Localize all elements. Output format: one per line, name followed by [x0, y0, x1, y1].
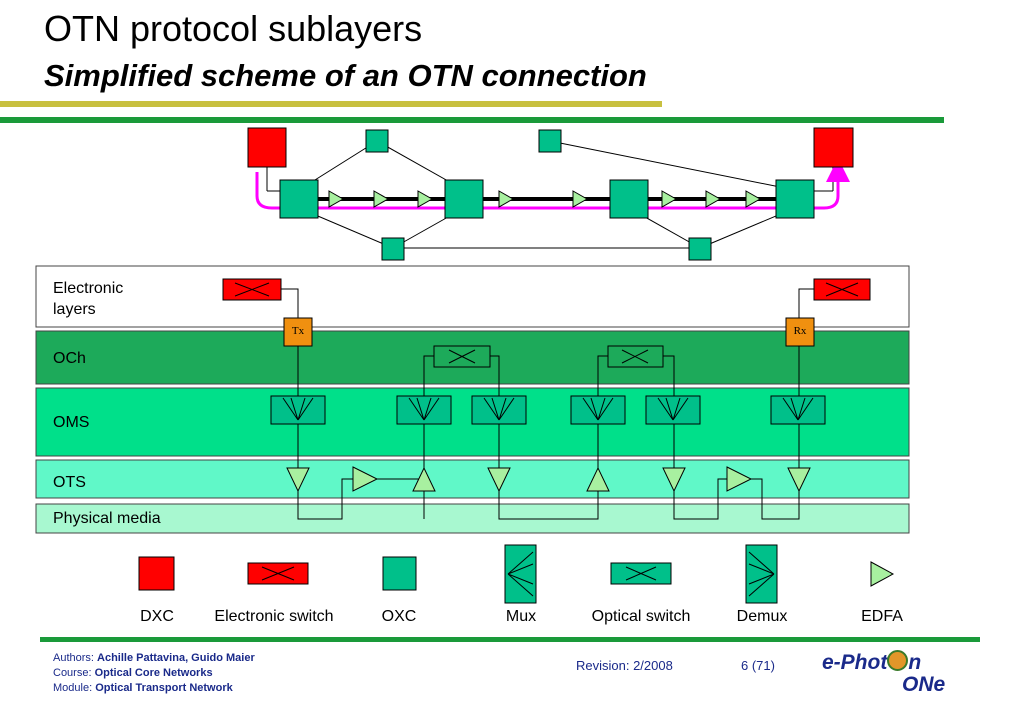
ots-edfa-right: [726, 466, 753, 492]
top-oxc: [279, 179, 319, 219]
title-rule-green: [0, 117, 944, 123]
ephoton-logo: e-Phot n ONe: [822, 650, 945, 696]
footer-rule: [40, 637, 980, 642]
logo-text-1b: n: [908, 651, 922, 674]
ots-edfa-up: [586, 466, 610, 492]
legend-electronic-switch-symbol: [247, 562, 309, 585]
top-edfa: [705, 190, 722, 208]
authors-label: Authors:: [53, 652, 94, 664]
logo-text-1: e-Phot: [822, 651, 888, 674]
ots-edfa-up: [412, 466, 436, 492]
optical-switch: [433, 345, 491, 368]
top-oxc-small: [688, 237, 712, 261]
top-dxc-left: [247, 127, 287, 168]
legend-label-electronic-switch: Electronic switch: [214, 608, 334, 625]
top-edfa: [417, 190, 434, 208]
top-oxc-small: [538, 129, 562, 153]
page-subtitle: Simplified scheme of an OTN connection: [44, 58, 647, 93]
course-label: Course:: [53, 667, 92, 679]
course: Optical Core Networks: [94, 667, 213, 679]
ots-edfa-down: [286, 467, 310, 493]
lightpath: [255, 158, 850, 210]
ots-edfa-right: [352, 466, 379, 492]
ots-edfa-down: [662, 467, 686, 493]
top-oxc: [775, 179, 815, 219]
top-edfa: [661, 190, 678, 208]
oms-fan-lines: [282, 397, 814, 421]
ots-edfa-down: [487, 467, 511, 493]
electronic-switch: [222, 278, 282, 301]
authors: Achille Pattavina, Guido Maier: [97, 652, 255, 664]
top-edfa: [572, 190, 589, 208]
optical-switch: [607, 345, 664, 368]
top-edfa: [498, 190, 515, 208]
logo-text-2: ONe: [902, 673, 946, 696]
electronic-switch: [813, 278, 871, 301]
legend-mux-symbol: [504, 544, 537, 604]
top-edfa: [745, 190, 762, 208]
legend-oxc-symbol: [382, 556, 417, 591]
band-electronic: [35, 265, 910, 328]
top-oxc: [444, 179, 484, 219]
band-ots: [35, 459, 910, 499]
legend-label-edfa: EDFA: [861, 608, 903, 625]
legend-label-optical-switch: Optical switch: [591, 608, 691, 625]
page-number: 6 (71): [741, 658, 775, 673]
footer-credits: Authors: Achille Pattavina, Guido Maier …: [53, 651, 255, 696]
layer-label-physical: Physical media: [53, 510, 161, 527]
legend-label-dxc: DXC: [140, 608, 174, 625]
top-oxc: [609, 179, 649, 219]
legend-demux-symbol: [745, 544, 778, 604]
ots-edfa-down: [787, 467, 811, 493]
legend-edfa-symbol: [870, 561, 895, 587]
legend-label-demux: Demux: [736, 608, 788, 625]
layer-label-ots: OTS: [53, 474, 86, 491]
legend-optical-switch-symbol: [610, 562, 672, 585]
layer-label-electronic: Electronic layers: [53, 280, 124, 318]
module: Optical Transport Network: [95, 682, 233, 694]
legend-dxc-symbol: [138, 556, 175, 591]
rx-box: [785, 317, 815, 347]
top-oxc-small: [365, 129, 389, 153]
rx-label: Rx: [793, 325, 807, 337]
top-edfa: [328, 190, 345, 208]
tx-box: [283, 317, 313, 347]
layer-label-oms: OMS: [53, 414, 90, 431]
top-oxc-small: [381, 237, 405, 261]
module-label: Module:: [53, 682, 93, 694]
tx-label: Tx: [291, 325, 305, 337]
revision: Revision: 2/2008: [576, 658, 673, 673]
globe-icon: [887, 650, 909, 671]
legend-label-oxc: OXC: [381, 608, 417, 625]
top-dxc-right: [813, 127, 854, 168]
layer-label-och: OCh: [53, 350, 86, 367]
top-edfa: [373, 190, 390, 208]
page-title: OTN protocol sublayers: [44, 8, 423, 49]
legend-label-mux: Mux: [505, 608, 537, 625]
title-rule-olive: [0, 101, 662, 107]
